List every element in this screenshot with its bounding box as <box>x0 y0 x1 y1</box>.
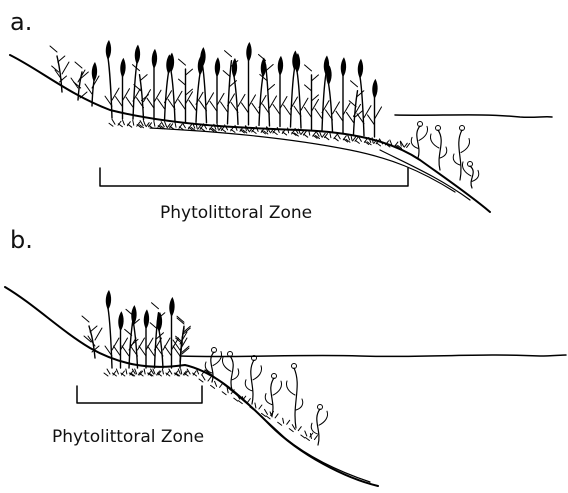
submerged-plant-icon <box>205 348 327 446</box>
zone-label-b: Phytolittoral Zone <box>52 427 204 447</box>
water-surface-b <box>180 355 566 357</box>
shoreline-b <box>5 287 378 486</box>
bottom-hatch-b <box>205 370 370 482</box>
lake-profile-b <box>0 240 568 493</box>
zone-label-a: Phytolittoral Zone <box>160 203 312 223</box>
emergent-plant-icon <box>50 40 382 137</box>
diagram-panel-b: b. Phytolittoral Zone <box>0 240 568 493</box>
shoreline-a <box>10 55 490 212</box>
diagram-panel-a: a. Phytolittoral Zone <box>0 0 568 240</box>
zone-bracket-b <box>77 386 202 403</box>
zone-bracket-a <box>100 168 408 186</box>
emergent-plant-icon <box>82 290 190 368</box>
water-surface-a <box>395 115 552 117</box>
